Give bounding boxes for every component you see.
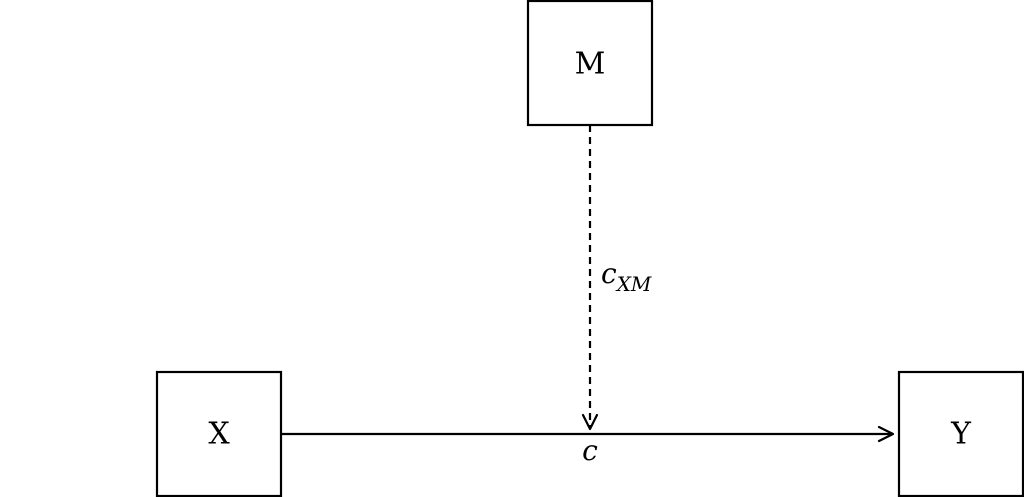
node-m: M	[526, 0, 654, 127]
edge-m-to-xy-arrowhead	[581, 413, 599, 431]
edge-m-to-xy-label-subscript: XM	[615, 272, 652, 296]
edge-m-to-xy: cXM	[581, 125, 652, 431]
node-x-box	[155, 370, 283, 497]
node-y: Y	[897, 370, 1024, 497]
edge-m-to-xy-label-group: cXM	[601, 257, 652, 296]
node-m-label: M	[575, 47, 606, 82]
node-y-box	[897, 370, 1024, 497]
node-x: X	[155, 370, 283, 497]
node-y-label: Y	[950, 417, 972, 452]
node-x-label: X	[208, 417, 230, 452]
edge-x-to-y-label: c	[582, 434, 598, 467]
edge-m-to-xy-label: c	[601, 257, 617, 290]
node-m-box	[526, 0, 654, 127]
edge-x-to-y-arrowhead	[877, 425, 895, 443]
edge-x-to-y: c	[281, 425, 895, 467]
